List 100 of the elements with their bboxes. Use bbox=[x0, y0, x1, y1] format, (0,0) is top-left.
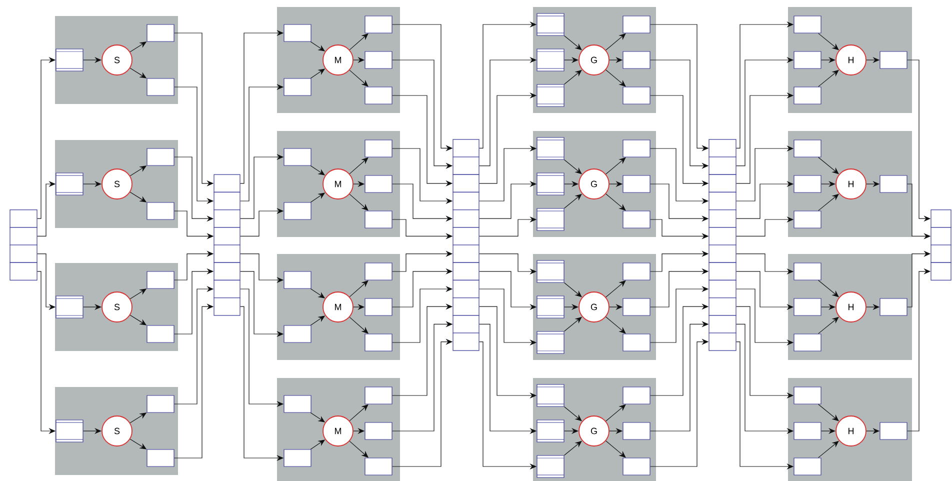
register-cell bbox=[930, 210, 952, 228]
register-cell bbox=[214, 298, 240, 316]
port-box bbox=[146, 78, 174, 96]
register-cell bbox=[10, 227, 38, 246]
buffer-box bbox=[536, 13, 564, 36]
register-cell bbox=[930, 262, 952, 280]
register-cell bbox=[708, 174, 736, 192]
register-cell bbox=[708, 280, 736, 298]
register-cell bbox=[452, 156, 480, 175]
register-cell bbox=[452, 280, 480, 298]
register-cell bbox=[708, 227, 736, 246]
port-box bbox=[284, 271, 312, 289]
port-box bbox=[364, 210, 392, 228]
register-cell bbox=[708, 139, 736, 158]
port-box bbox=[880, 422, 908, 440]
port-box bbox=[794, 422, 822, 440]
register-cell bbox=[708, 210, 736, 228]
port-box bbox=[622, 86, 650, 104]
buffer-box bbox=[536, 48, 564, 72]
port-box bbox=[284, 78, 312, 96]
port-box bbox=[146, 271, 174, 289]
register-cell bbox=[214, 227, 240, 246]
port-box bbox=[622, 334, 650, 352]
buffer-box bbox=[536, 455, 564, 478]
register-cell bbox=[452, 139, 480, 158]
buffer-box bbox=[536, 172, 564, 196]
register-cell bbox=[214, 210, 240, 228]
port-box bbox=[794, 458, 822, 476]
buffer-box bbox=[536, 137, 564, 160]
port-box bbox=[880, 175, 908, 193]
port-box bbox=[146, 395, 174, 413]
port-box bbox=[364, 175, 392, 193]
port-box bbox=[794, 86, 822, 104]
register-cell bbox=[708, 192, 736, 210]
buffer-box bbox=[56, 172, 84, 196]
register-cell bbox=[452, 315, 480, 334]
port-box bbox=[622, 175, 650, 193]
arrow bbox=[606, 404, 626, 422]
buffer-box bbox=[536, 208, 564, 231]
arrow bbox=[606, 157, 626, 174]
port-box bbox=[794, 298, 822, 316]
buffer-box bbox=[536, 331, 564, 354]
register-cell bbox=[708, 156, 736, 175]
buffer-box bbox=[536, 296, 564, 318]
register-cell bbox=[214, 192, 240, 210]
port-box bbox=[794, 51, 822, 69]
port-box bbox=[364, 86, 392, 104]
port-box bbox=[794, 262, 822, 280]
port-box bbox=[146, 202, 174, 220]
port-box bbox=[284, 202, 312, 220]
port-box bbox=[364, 140, 392, 158]
buffer-box bbox=[56, 420, 84, 442]
buffer-box bbox=[536, 420, 564, 442]
register-cell bbox=[452, 244, 480, 263]
register-cell bbox=[930, 244, 952, 263]
register-cell bbox=[708, 315, 736, 334]
port-box bbox=[622, 262, 650, 280]
register-cell bbox=[214, 280, 240, 298]
port-box bbox=[794, 210, 822, 228]
port-box bbox=[622, 298, 650, 316]
port-box bbox=[364, 458, 392, 476]
port-box bbox=[622, 140, 650, 158]
register-cell bbox=[452, 174, 480, 192]
register-cell bbox=[452, 298, 480, 316]
register-cell bbox=[10, 210, 38, 228]
port-box bbox=[622, 386, 650, 404]
register-cell bbox=[10, 262, 38, 280]
register-cell bbox=[452, 210, 480, 228]
port-box bbox=[146, 148, 174, 166]
buffer-box bbox=[56, 48, 84, 72]
port-box bbox=[146, 325, 174, 343]
register-cell bbox=[214, 244, 240, 263]
port-box bbox=[146, 449, 174, 467]
port-box bbox=[794, 140, 822, 158]
port-box bbox=[146, 24, 174, 42]
port-box bbox=[622, 458, 650, 476]
port-box bbox=[364, 16, 392, 34]
port-box bbox=[622, 210, 650, 228]
register-cell bbox=[452, 332, 480, 351]
port-box bbox=[364, 334, 392, 352]
port-box bbox=[364, 298, 392, 316]
port-box bbox=[284, 24, 312, 42]
port-box bbox=[794, 334, 822, 352]
register-cell bbox=[214, 262, 240, 280]
port-box bbox=[794, 175, 822, 193]
register-cell bbox=[708, 244, 736, 263]
register-cell bbox=[708, 262, 736, 280]
port-box bbox=[284, 395, 312, 413]
arrow bbox=[606, 33, 626, 50]
register-cell bbox=[452, 192, 480, 210]
port-box bbox=[364, 422, 392, 440]
register-cell bbox=[10, 244, 38, 263]
port-box bbox=[364, 386, 392, 404]
register-cell bbox=[930, 227, 952, 246]
port-box bbox=[880, 298, 908, 316]
register-cell bbox=[452, 262, 480, 280]
port-box bbox=[364, 51, 392, 69]
port-box bbox=[622, 422, 650, 440]
buffer-box bbox=[56, 296, 84, 318]
buffer-box bbox=[536, 260, 564, 283]
